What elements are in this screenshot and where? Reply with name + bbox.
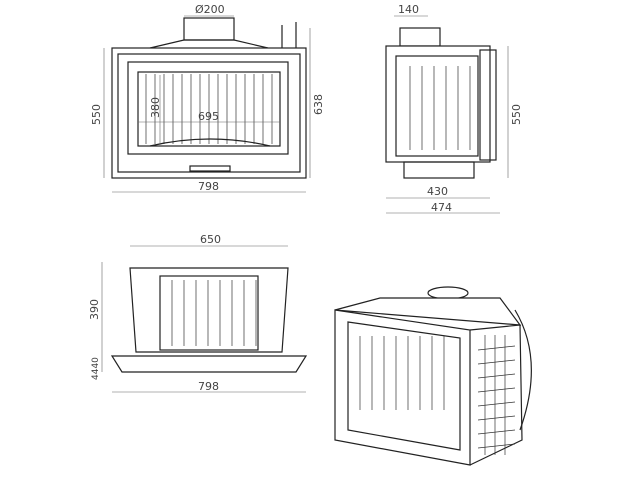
door-depth-label: 4440 bbox=[91, 357, 101, 380]
inner-width-label: 650 bbox=[200, 233, 221, 246]
depth-label: 430 bbox=[427, 185, 448, 198]
glass-width-label: 695 bbox=[198, 110, 219, 123]
door-grid-bar bbox=[477, 443, 516, 449]
front-height-label: 550 bbox=[90, 104, 103, 125]
total-depth-label: 474 bbox=[431, 201, 452, 214]
door-grid-bar bbox=[477, 373, 516, 379]
front-view: Ø200 550 380 695 638 798 bbox=[90, 3, 325, 193]
isometric-view bbox=[334, 286, 532, 466]
glass-height-label: 380 bbox=[149, 97, 162, 118]
door-grid-bar bbox=[477, 429, 516, 435]
door-grid-bar bbox=[477, 415, 516, 421]
door-grid-bar bbox=[477, 401, 516, 407]
side-height-label: 550 bbox=[510, 104, 523, 125]
flue-offset-label: 140 bbox=[398, 3, 419, 16]
door-grid-bar bbox=[477, 359, 516, 365]
front-width-label: 798 bbox=[198, 180, 219, 193]
top-view: 650 390 4440 798 bbox=[88, 233, 308, 393]
flue-diameter-label: Ø200 bbox=[195, 3, 225, 16]
side-view: 140 550 430 474 bbox=[385, 3, 523, 214]
door-grid-bar bbox=[477, 345, 516, 351]
door-grid-bar bbox=[477, 387, 516, 393]
total-height-label: 638 bbox=[312, 94, 325, 115]
top-width-label: 798 bbox=[198, 380, 219, 393]
top-depth-label: 390 bbox=[88, 299, 101, 320]
